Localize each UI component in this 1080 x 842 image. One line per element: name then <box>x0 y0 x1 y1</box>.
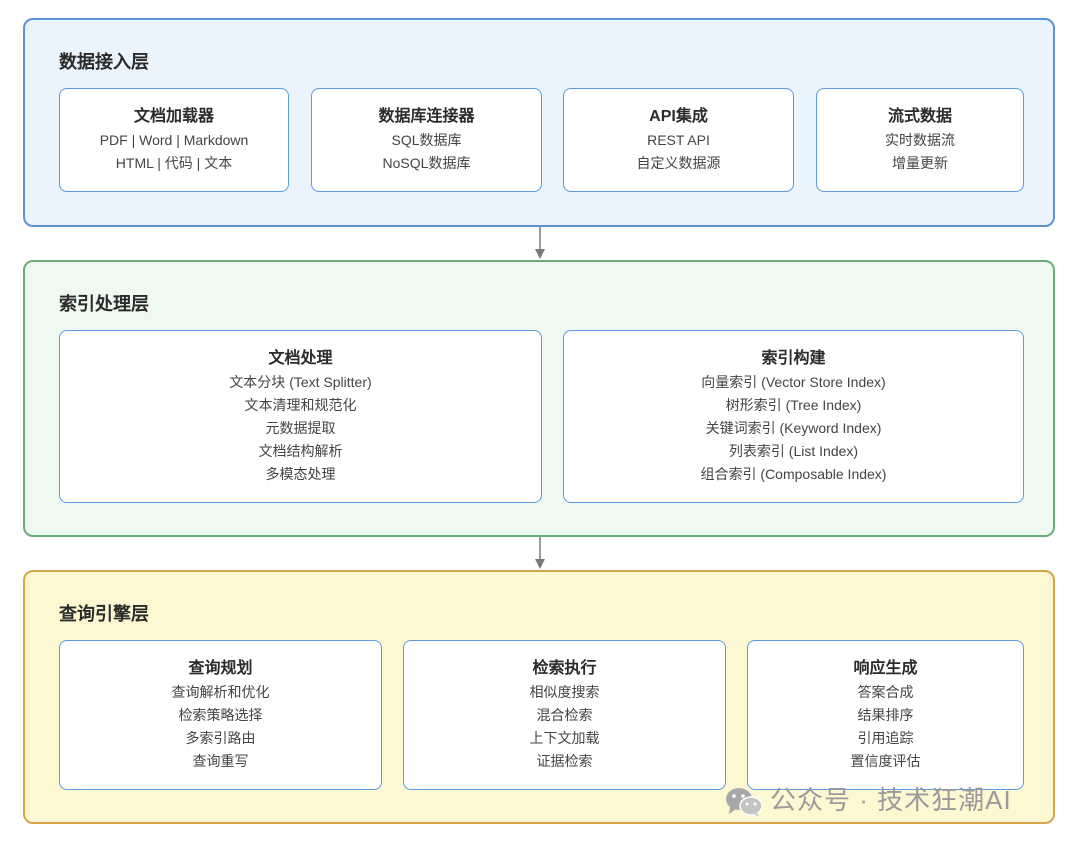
layer-query-engine: 查询引擎层 查询规划 查询解析和优化 检索策略选择 多索引路由 查询重写 检索执… <box>23 570 1055 824</box>
card-title: 流式数据 <box>887 108 952 125</box>
card-title: 数据库连接器 <box>378 108 475 125</box>
card-line: 混合检索 <box>536 707 593 723</box>
card-title: 检索执行 <box>532 660 597 677</box>
layer-title: 查询引擎层 <box>59 604 149 624</box>
card-line: PDF | Word | Markdown <box>99 132 249 148</box>
card-line: NoSQL数据库 <box>382 155 471 171</box>
watermark-text: 公众号 · 技术狂潮AI <box>770 785 1012 815</box>
card-line: 答案合成 <box>857 684 914 700</box>
card-document-processing: 文档处理 文本分块 (Text Splitter) 文本清理和规范化 元数据提取… <box>59 330 542 503</box>
card-line: 多模态处理 <box>265 466 336 482</box>
card-line: 向量索引 (Vector Store Index) <box>701 374 886 390</box>
card-line: 实时数据流 <box>885 132 955 148</box>
card-line: 查询解析和优化 <box>171 684 270 700</box>
card-database-connector: 数据库连接器 SQL数据库 NoSQL数据库 <box>311 88 542 192</box>
card-retrieval-execution: 检索执行 相似度搜索 混合检索 上下文加载 证据检索 <box>403 640 726 790</box>
card-line: 证据检索 <box>536 753 593 769</box>
card-line: 相似度搜索 <box>529 684 600 700</box>
layer-data-ingestion: 数据接入层 文档加载器 PDF | Word | Markdown HTML |… <box>23 18 1055 227</box>
card-title: 文档处理 <box>268 350 333 367</box>
card-streaming-data: 流式数据 实时数据流 增量更新 <box>816 88 1024 192</box>
arrow-down-icon <box>535 227 545 259</box>
card-index-building: 索引构建 向量索引 (Vector Store Index) 树形索引 (Tre… <box>563 330 1024 503</box>
layer-title: 数据接入层 <box>59 52 149 72</box>
card-line: 关键词索引 (Keyword Index) <box>705 420 882 436</box>
card-line: 组合索引 (Composable Index) <box>700 466 887 482</box>
card-line: 查询重写 <box>192 753 249 769</box>
layer-index-processing: 索引处理层 文档处理 文本分块 (Text Splitter) 文本清理和规范化… <box>23 260 1055 537</box>
card-line: 文本清理和规范化 <box>244 397 357 413</box>
card-line: REST API <box>647 132 710 148</box>
card-query-planning: 查询规划 查询解析和优化 检索策略选择 多索引路由 查询重写 <box>59 640 382 790</box>
card-title: 索引构建 <box>761 350 826 367</box>
card-title: API集成 <box>649 108 708 125</box>
card-line: 检索策略选择 <box>178 707 263 723</box>
card-title: 响应生成 <box>853 660 918 677</box>
arrow-down-icon <box>535 537 545 569</box>
card-line: 增量更新 <box>892 155 948 171</box>
card-line: 上下文加载 <box>529 730 600 746</box>
card-line: 文本分块 (Text Splitter) <box>229 374 372 390</box>
card-line: HTML | 代码 | 文本 <box>115 155 233 171</box>
card-document-loader: 文档加载器 PDF | Word | Markdown HTML | 代码 | … <box>59 88 289 192</box>
card-line: 自定义数据源 <box>636 155 721 171</box>
card-line: 元数据提取 <box>265 420 336 436</box>
card-line: 置信度评估 <box>850 753 921 769</box>
card-title: 查询规划 <box>188 660 253 677</box>
card-line: 树形索引 (Tree Index) <box>725 397 862 413</box>
layer-title: 索引处理层 <box>59 294 149 314</box>
card-line: SQL数据库 <box>391 132 462 148</box>
watermark: 公众号 · 技术狂潮AI <box>724 780 1012 818</box>
card-title: 文档加载器 <box>133 108 214 125</box>
wechat-icon <box>726 788 763 818</box>
card-line: 多索引路由 <box>185 730 256 746</box>
card-api-integration: API集成 REST API 自定义数据源 <box>563 88 794 192</box>
card-response-generation: 响应生成 答案合成 结果排序 引用追踪 置信度评估 <box>747 640 1024 790</box>
card-line: 结果排序 <box>857 707 914 723</box>
card-line: 文档结构解析 <box>258 443 343 459</box>
card-line: 列表索引 (List Index) <box>728 443 859 459</box>
card-line: 引用追踪 <box>857 730 914 746</box>
